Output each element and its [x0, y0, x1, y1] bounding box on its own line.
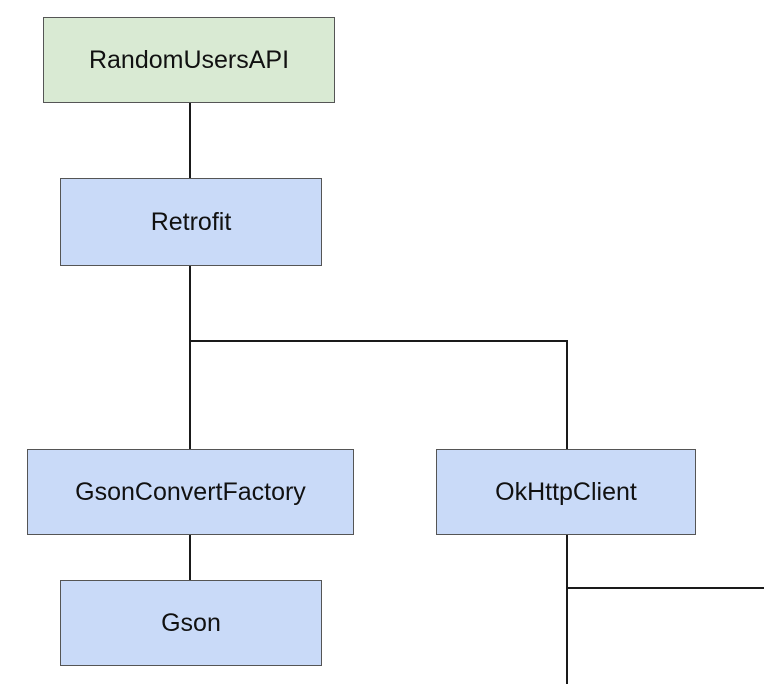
node-label: Gson: [161, 608, 221, 637]
node-label: OkHttpClient: [495, 477, 637, 506]
node-okhttp-client: OkHttpClient: [436, 449, 696, 535]
edge-retrofit-okhttp-client: [190, 340, 568, 449]
node-label: RandomUsersAPI: [88, 45, 290, 74]
node-label: GsonConvertFactory: [75, 477, 306, 506]
node-gson-convert-factory: GsonConvertFactory: [27, 449, 354, 535]
node-label: Retrofit: [150, 207, 232, 236]
node-retrofit: Retrofit: [60, 178, 322, 266]
node-random-users-api: RandomUsersAPI: [43, 17, 335, 103]
edge-okhttp-client-offscreen: [566, 535, 764, 684]
node-gson: Gson: [60, 580, 322, 666]
